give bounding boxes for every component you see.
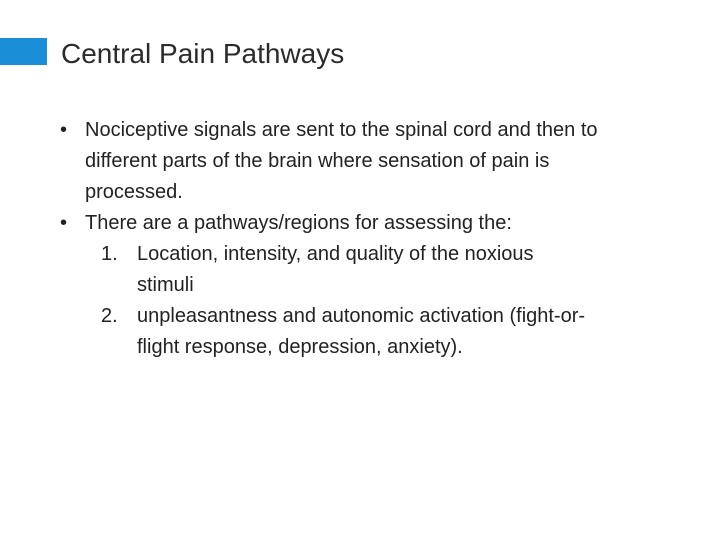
bullet-text: Nociceptive signals are sent to the spin… [85, 119, 598, 203]
bullet-text: There are a pathways/regions for assessi… [85, 212, 512, 234]
title-accent-bar [0, 38, 47, 65]
numbered-item: 1. Location, intensity, and quality of t… [101, 239, 537, 301]
bullet-marker: • [60, 119, 68, 141]
slide-title: Central Pain Pathways [61, 38, 345, 69]
numbered-text: unpleasantness and autonomic activation … [137, 305, 586, 358]
number-marker: 1. [101, 243, 118, 265]
slide-body: • Nociceptive signals are sent to the sp… [60, 115, 680, 363]
bullet-marker: • [60, 212, 68, 234]
bullet-item: • Nociceptive signals are sent to the sp… [60, 115, 645, 208]
numbered-text: Location, intensity, and quality of the … [137, 243, 534, 296]
numbered-item: 2. unpleasantness and autonomic activati… [101, 301, 617, 363]
number-marker: 2. [101, 305, 118, 327]
bullet-item: • There are a pathways/regions for asses… [60, 208, 680, 239]
